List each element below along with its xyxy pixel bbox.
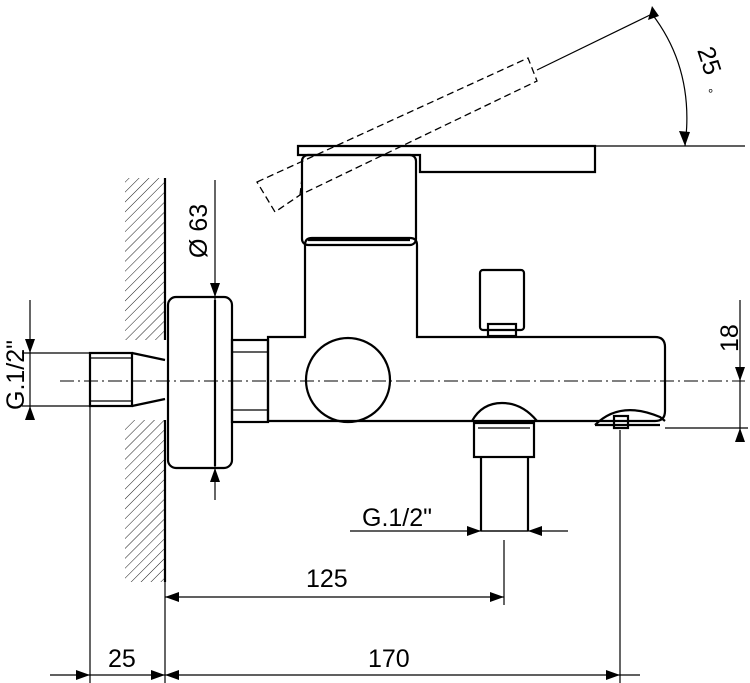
label-length-25: 25 xyxy=(108,645,136,673)
shower-connection xyxy=(471,401,538,532)
label-angle: 25 xyxy=(691,43,726,78)
label-angle-unit: ° xyxy=(708,86,713,101)
cover-flange xyxy=(166,295,234,470)
dimension-thread-bottom xyxy=(350,526,568,536)
label-height-18: 18 xyxy=(716,324,744,352)
dimension-length-bottom xyxy=(50,406,640,683)
mixer-body xyxy=(266,144,667,424)
dimension-length-125 xyxy=(164,540,505,683)
wall-connector xyxy=(88,351,166,408)
dimension-thread-left xyxy=(22,300,90,420)
dimension-diameter xyxy=(210,180,220,500)
label-diameter: Ø 63 xyxy=(185,204,213,258)
label-thread-bottom: G.1/2" xyxy=(362,504,432,532)
label-thread-left: G.1/2" xyxy=(2,340,30,410)
label-length-125: 125 xyxy=(306,565,348,593)
wall xyxy=(125,178,167,582)
lever-open-position xyxy=(256,57,538,213)
dimension-angle xyxy=(536,6,745,147)
label-length-170: 170 xyxy=(368,645,410,673)
spout-outlet xyxy=(594,409,666,430)
dimension-height-18 xyxy=(665,300,748,442)
